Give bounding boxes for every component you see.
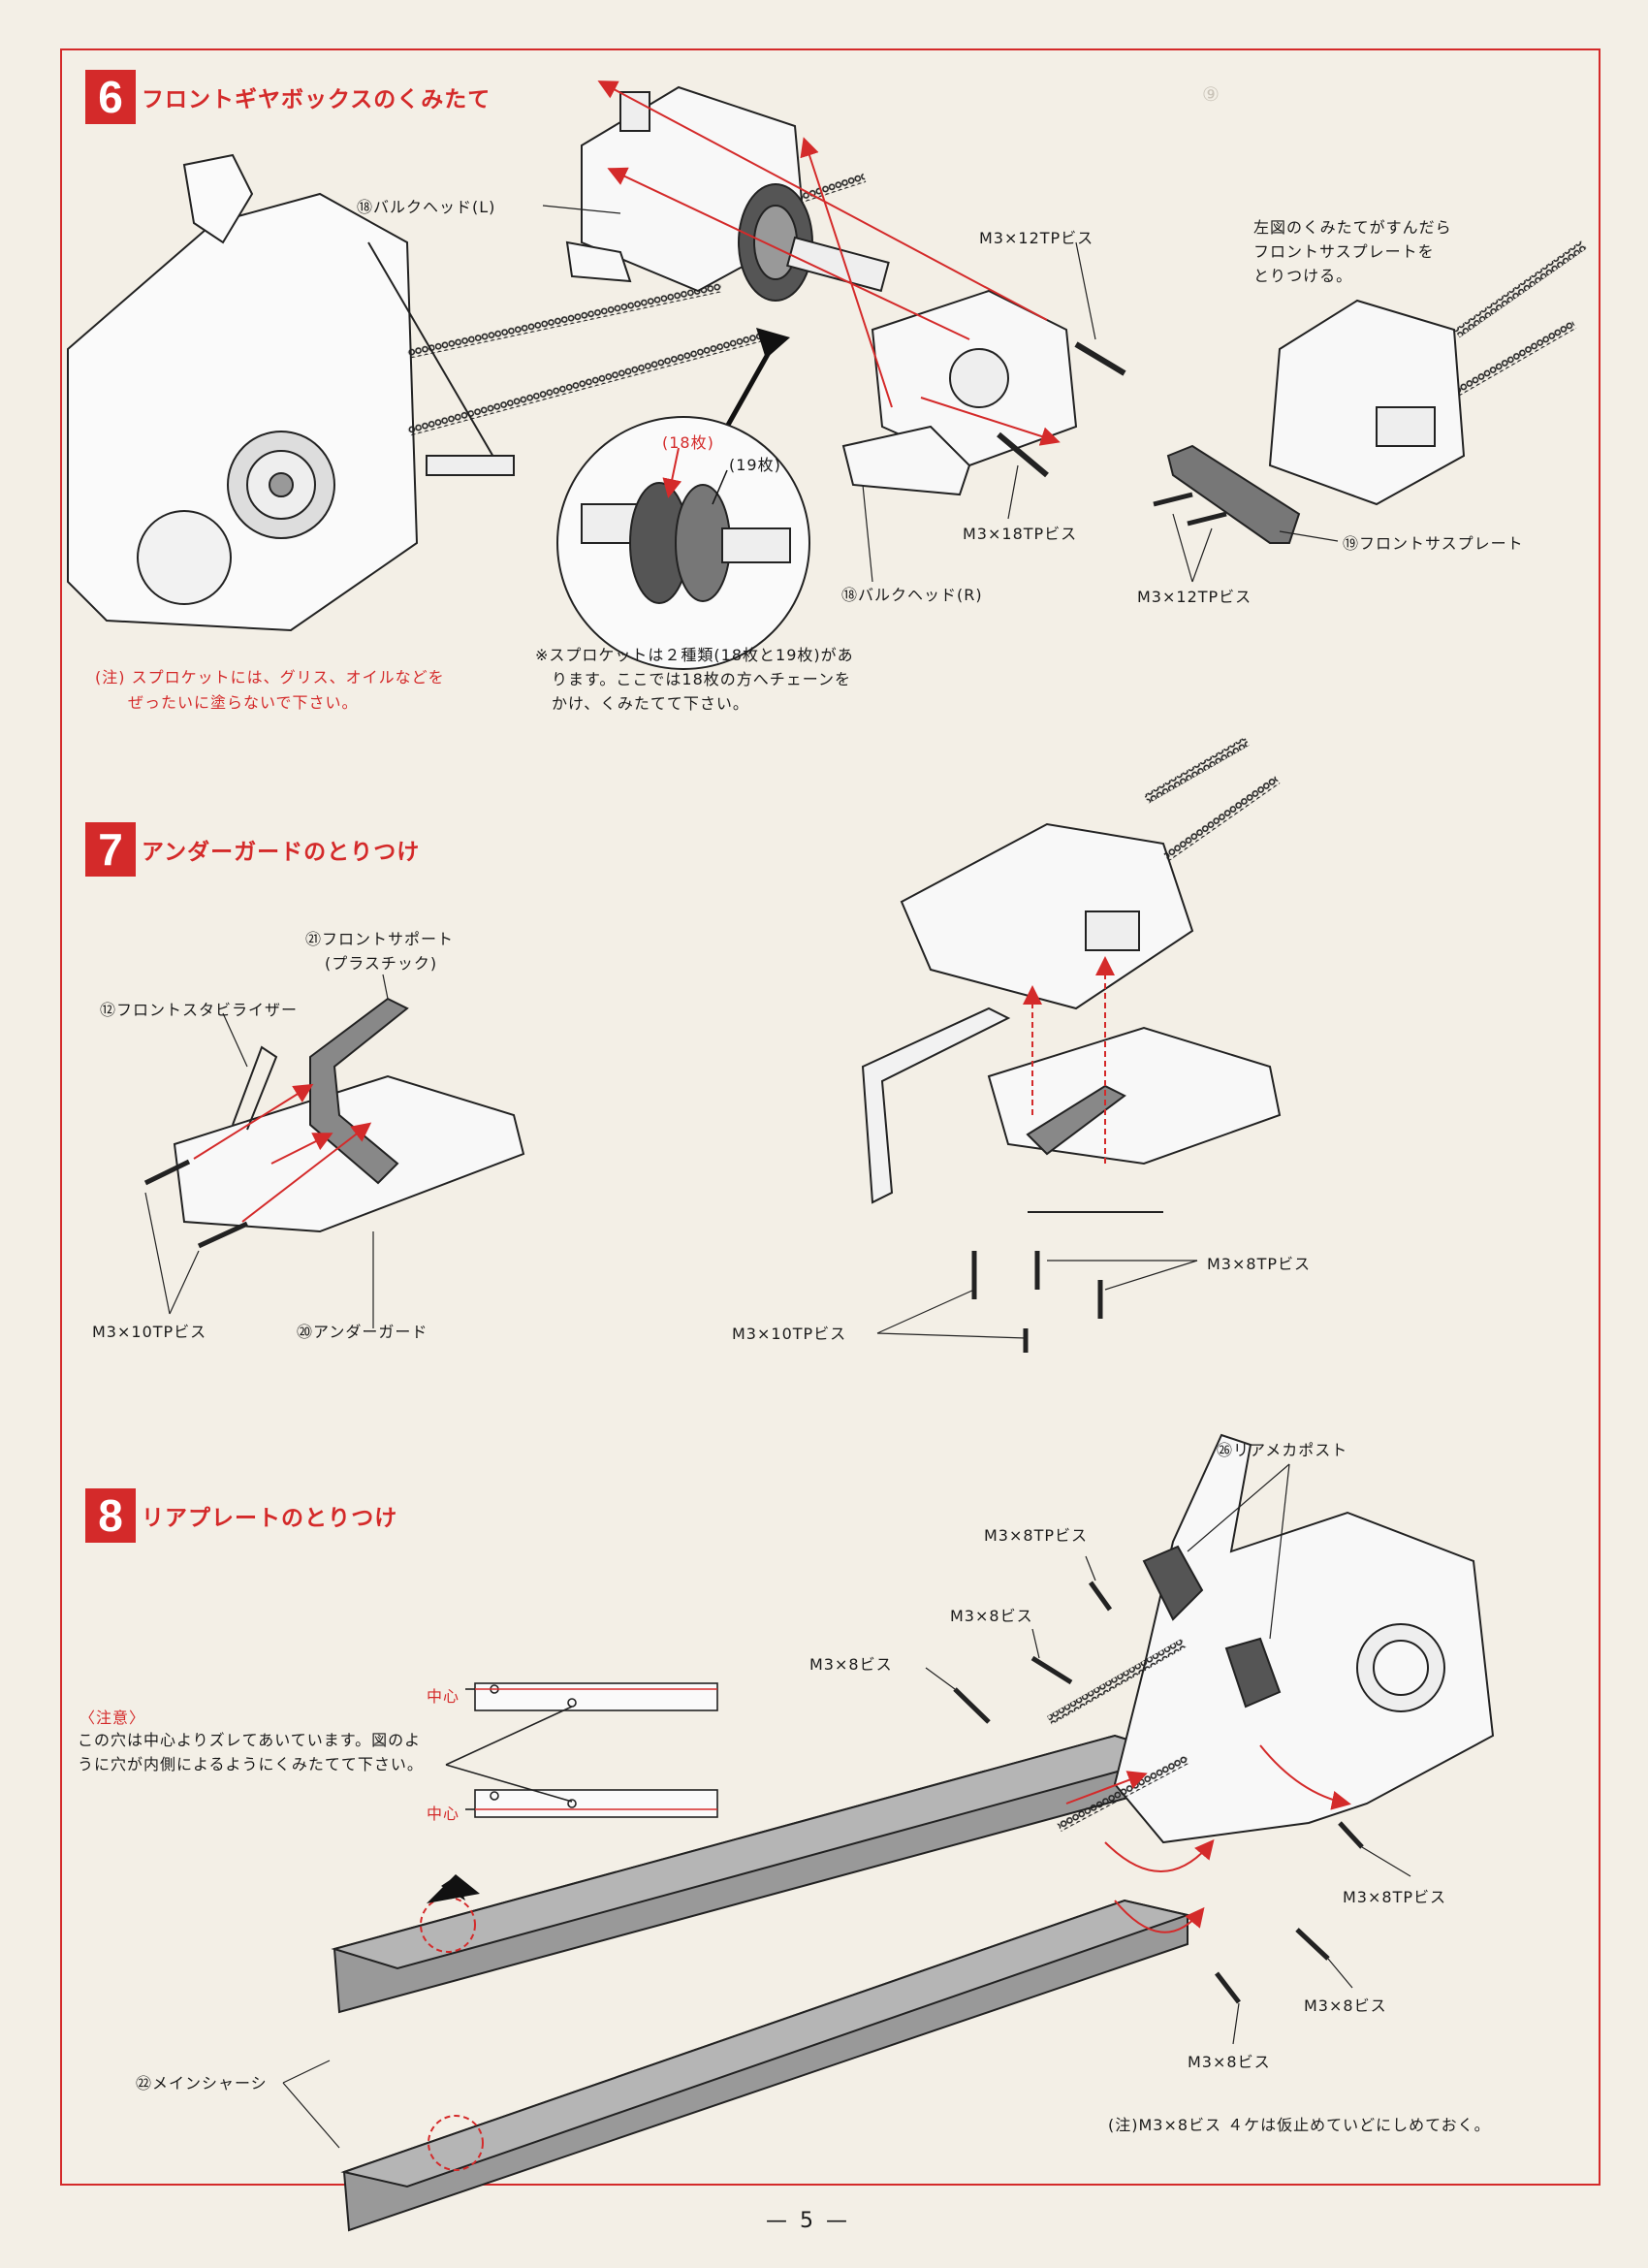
sec8-bottom-note: (注)M3×8ビス ４ケは仮止めていどにしめておく。 xyxy=(1108,2116,1491,2134)
label-stabilizer: ⑫フロントスタビライザー xyxy=(100,1001,299,1019)
label-screw-8-a: M3×8ビス xyxy=(950,1607,1033,1625)
label-screw-8tp: M3×8TPビス xyxy=(1207,1255,1311,1273)
sec8-caution-title: 〈注意〉 xyxy=(79,1709,146,1727)
sec6-chassis-drawing xyxy=(67,153,515,632)
sprocket-zoom-circle xyxy=(556,416,810,670)
label-screw-8tp-b: M3×8TPビス xyxy=(1343,1888,1446,1906)
label-screw-8-d: M3×8ビス xyxy=(1188,2053,1271,2071)
page-border xyxy=(60,48,1600,2186)
bulkhead-r-drawing xyxy=(841,289,1078,496)
section6-number: 6 xyxy=(85,70,136,124)
sec7-left-drawing xyxy=(143,997,525,1249)
label-bulkhead-r: ⑱バルクヘッド(R) xyxy=(841,586,983,604)
bleed-through-text: ⑨ xyxy=(1202,82,1220,106)
sec8-rear-plate-drawing xyxy=(953,1433,1495,2004)
sec6-front-gearbox-drawing xyxy=(1166,299,1466,544)
label-center-2: 中心 xyxy=(427,1805,460,1823)
label-front-sus-plate: ⑲フロントサスプレート xyxy=(1343,534,1524,553)
sec8-leader-lines xyxy=(282,1463,1411,2149)
label-under-guard: ⑳アンダーガード xyxy=(297,1323,428,1341)
section7-header: 7 アンダーガードのとりつけ xyxy=(85,822,420,877)
section8-number: 8 xyxy=(85,1488,136,1543)
sec8-hole-offset-detail xyxy=(445,1682,718,1818)
label-screw-8-b: M3×8ビス xyxy=(809,1655,893,1674)
section7-title: アンダーガードのとりつけ xyxy=(142,840,421,865)
section6-header: 6 フロントギヤボックスのくみたて xyxy=(85,70,491,124)
sec6-caution-note: (注) スプロケットには、グリス、オイルなどを ぜったいに塗らないで下さい。 xyxy=(95,668,445,712)
sec6-right-note: 左図のくみたてがすんだら フロントサスプレートを とりつける。 xyxy=(1253,218,1452,285)
sec6-screws xyxy=(997,341,1227,527)
section8-title: リアプレートのとりつけ xyxy=(142,1506,398,1531)
label-sprocket-19: (19枚) xyxy=(729,456,781,474)
label-front-support-sub: (プラスチック) xyxy=(325,954,438,973)
sec6-zoom-arrow xyxy=(724,328,790,429)
label-main-chassis: ㉒メインシャーシ xyxy=(136,2074,268,2092)
label-screw-10-left: M3×10TPビス xyxy=(92,1323,207,1341)
label-bulkhead-l: ⑱バルクヘッド(L) xyxy=(357,198,496,216)
section6-title: フロントギヤボックスのくみたて xyxy=(142,87,491,112)
sec6-assembly-arrows xyxy=(597,80,1061,446)
label-screw-8tp-a: M3×8TPビス xyxy=(984,1526,1088,1545)
label-screw-12-bottom: M3×12TPビス xyxy=(1137,588,1252,606)
page-number: — 5 — xyxy=(766,2209,850,2233)
sec6-leader-lines xyxy=(542,205,1339,583)
label-front-support: ㉑フロントサポート xyxy=(305,930,455,948)
sec6-sprocket-drawing xyxy=(738,183,890,302)
label-center-1: 中心 xyxy=(427,1687,460,1706)
sprocket-note: ※スプロケットは２種類(18枚と19枚)があ ります。ここでは18枚の方へチェー… xyxy=(535,646,854,713)
section8-header: 8 リアプレートのとりつけ xyxy=(85,1488,397,1543)
label-screw-18: M3×18TPビス xyxy=(963,525,1078,543)
label-rear-mecha-post: ㉖リアメカポスト xyxy=(1217,1441,1348,1459)
section7-number: 7 xyxy=(85,822,136,877)
label-screw-10-right: M3×10TPビス xyxy=(732,1325,847,1343)
label-screw-8-c: M3×8ビス xyxy=(1304,1996,1387,2015)
sec7-right-drawing xyxy=(861,737,1282,1353)
label-sprocket-18: (18枚) xyxy=(662,433,714,452)
sec7-leader-lines xyxy=(144,974,1198,1339)
label-screw-12-top: M3×12TPビス xyxy=(979,229,1094,247)
sec8-caution-text: この穴は中心よりズレてあいています。図のよ うに穴が内側によるようにくみたてて下… xyxy=(78,1731,424,1773)
sec8-chassis-rails xyxy=(331,1734,1191,2232)
